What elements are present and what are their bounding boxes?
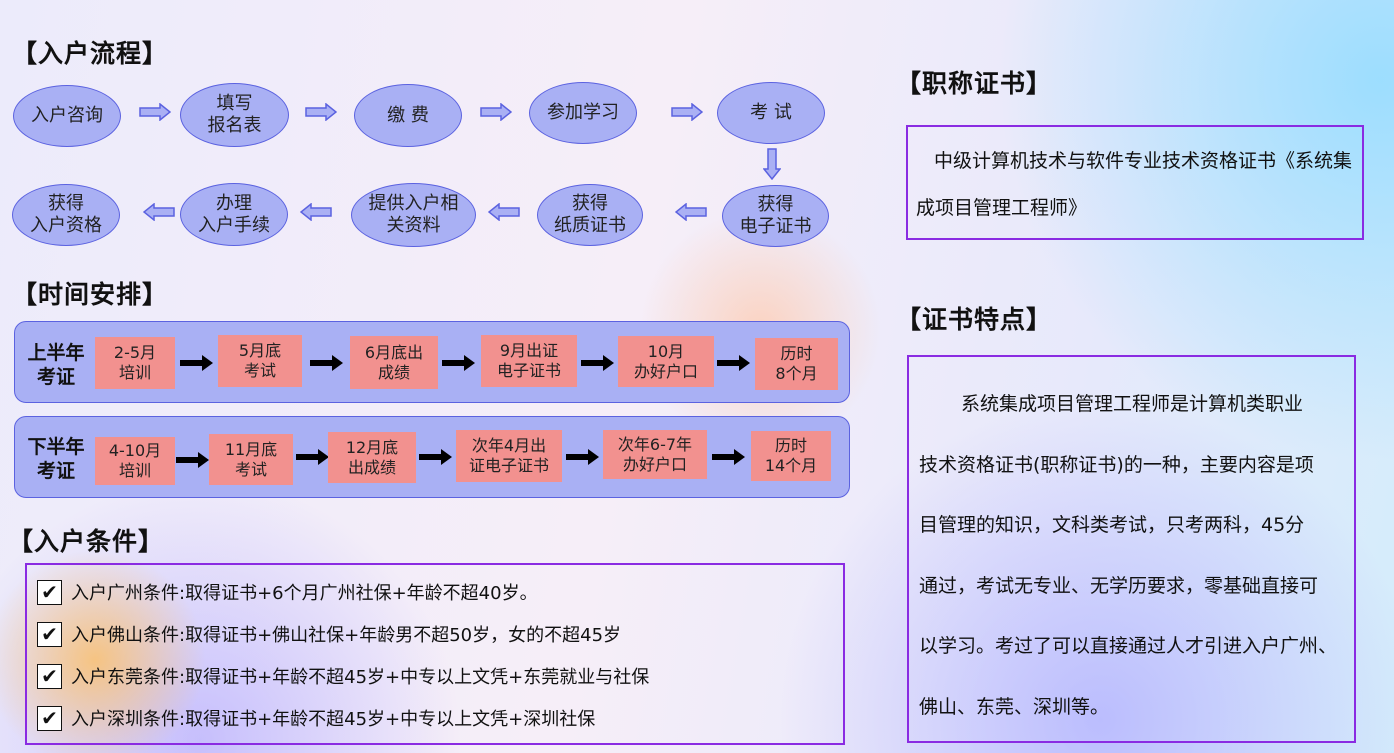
flow-arrow-left-icon: [675, 203, 707, 221]
condition-guangzhou: ✔ 入户广州条件:取得证书+6个月广州社保+年龄不超40岁。: [37, 579, 538, 605]
flow-arrow-right-icon: [480, 103, 512, 121]
schedule-first-step: 2-5月 培训: [95, 337, 175, 389]
schedule-second-step: 次年6-7年 办好户口: [603, 430, 707, 479]
flow-step-provide-docs: 提供入户相 关资料: [351, 183, 476, 247]
schedule-second-step: 历时 14个月: [751, 431, 831, 481]
features-line: 以学习。考过了可以直接通过人才引进入户广州、: [919, 635, 1338, 658]
features-line: 目管理的知识，文科类考试，只考两科，45分: [919, 514, 1305, 537]
black-arrow-right-icon: [176, 451, 210, 469]
flow-step-e-cert: 获得 电子证书: [722, 185, 829, 247]
schedule-first-step: 9月出证 电子证书: [481, 335, 577, 387]
black-arrow-right-icon: [712, 448, 746, 466]
flow-step-hukou-qualified: 获得 入户资格: [12, 184, 120, 246]
title-cert-text: 中级计算机技术与软件专业技术资格证书《系统集成项目管理工程师》: [916, 150, 1353, 219]
flow-step-pay: 缴 费: [354, 84, 462, 147]
schedule-second-half-label: 下半年 考证: [27, 436, 85, 482]
condition-text: 入户广州条件:取得证书+6个月广州社保+年龄不超40岁。: [71, 583, 538, 604]
flow-arrow-left-icon: [143, 203, 175, 221]
conditions-section-title: 【入户条件】: [8, 527, 165, 556]
black-arrow-right-icon: [310, 354, 344, 372]
schedule-first-half-label: 上半年 考证: [27, 342, 85, 388]
process-section-title: 【入户流程】: [12, 39, 169, 68]
flow-step-study: 参加学习: [529, 82, 637, 144]
flow-arrow-left-icon: [488, 203, 520, 221]
features-line: 佛山、东莞、深圳等。: [919, 695, 1110, 718]
checkbox-checked-icon: ✔: [37, 705, 62, 731]
flow-step-paper-cert: 获得 纸质证书: [537, 184, 643, 246]
schedule-section-title: 【时间安排】: [12, 280, 169, 309]
black-arrow-right-icon: [442, 354, 476, 372]
flow-arrow-down-icon: [763, 148, 781, 180]
flow-step-exam: 考 试: [717, 82, 825, 144]
flow-arrow-right-icon: [671, 103, 703, 121]
condition-shenzhen: ✔ 入户深圳条件:取得证书+年龄不超45岁+中专以上文凭+深圳社保: [37, 705, 595, 731]
black-arrow-right-icon: [717, 354, 751, 372]
schedule-first-step: 5月底 考试: [218, 335, 302, 387]
condition-foshan: ✔ 入户佛山条件:取得证书+佛山社保+年龄男不超50岁，女的不超45岁: [37, 621, 621, 647]
schedule-second-step: 次年4月出 证电子证书: [456, 430, 562, 482]
checkbox-checked-icon: ✔: [37, 621, 62, 647]
features-text: 系统集成项目管理工程师是计算机类职业 技术资格证书(职称证书)的一种，主要内容是…: [909, 357, 1354, 738]
schedule-second-step: 4-10月 培训: [95, 437, 175, 485]
condition-text: 入户东莞条件:取得证书+年龄不超45岁+中专以上文凭+东莞就业与社保: [71, 667, 650, 688]
condition-text: 入户佛山条件:取得证书+佛山社保+年龄男不超50岁，女的不超45岁: [71, 625, 622, 646]
conditions-box: ✔ 入户广州条件:取得证书+6个月广州社保+年龄不超40岁。 ✔ 入户佛山条件:…: [25, 563, 845, 745]
flow-step-consult: 入户咨询: [13, 85, 121, 147]
flow-arrow-right-icon: [305, 103, 337, 121]
features-line: 技术资格证书(职称证书)的一种，主要内容是项: [919, 453, 1314, 476]
schedule-first-step: 6月底出 成绩: [350, 336, 438, 389]
flow-arrow-right-icon: [139, 103, 171, 121]
flow-step-handle-hukou: 办理 入户手续: [180, 183, 288, 246]
schedule-first-step: 历时 8个月: [755, 338, 838, 390]
schedule-first-step: 10月 办好户口: [618, 336, 714, 387]
features-line: 系统集成项目管理工程师是计算机类职业: [961, 393, 1304, 415]
condition-text: 入户深圳条件:取得证书+年龄不超45岁+中专以上文凭+深圳社保: [71, 709, 596, 730]
black-arrow-right-icon: [566, 448, 600, 466]
checkbox-checked-icon: ✔: [37, 579, 62, 605]
flow-arrow-left-icon: [300, 203, 332, 221]
black-arrow-right-icon: [581, 354, 615, 372]
checkbox-checked-icon: ✔: [37, 663, 62, 689]
condition-dongguan: ✔ 入户东莞条件:取得证书+年龄不超45岁+中专以上文凭+东莞就业与社保: [37, 663, 649, 689]
title-cert-box: 中级计算机技术与软件专业技术资格证书《系统集成项目管理工程师》: [906, 125, 1364, 240]
black-arrow-right-icon: [296, 448, 330, 466]
schedule-second-step: 11月底 考试: [209, 434, 293, 485]
features-section-title: 【证书特点】: [896, 305, 1053, 334]
title-cert-section-title: 【职称证书】: [896, 69, 1053, 98]
black-arrow-right-icon: [180, 354, 214, 372]
black-arrow-right-icon: [419, 448, 453, 466]
flow-step-fill-form: 填写 报名表: [180, 83, 289, 147]
features-box: 系统集成项目管理工程师是计算机类职业 技术资格证书(职称证书)的一种，主要内容是…: [907, 355, 1356, 743]
schedule-second-step: 12月底 出成绩: [328, 432, 416, 483]
features-line: 通过，考试无专业、无学历要求，零基础直接可: [919, 574, 1319, 597]
